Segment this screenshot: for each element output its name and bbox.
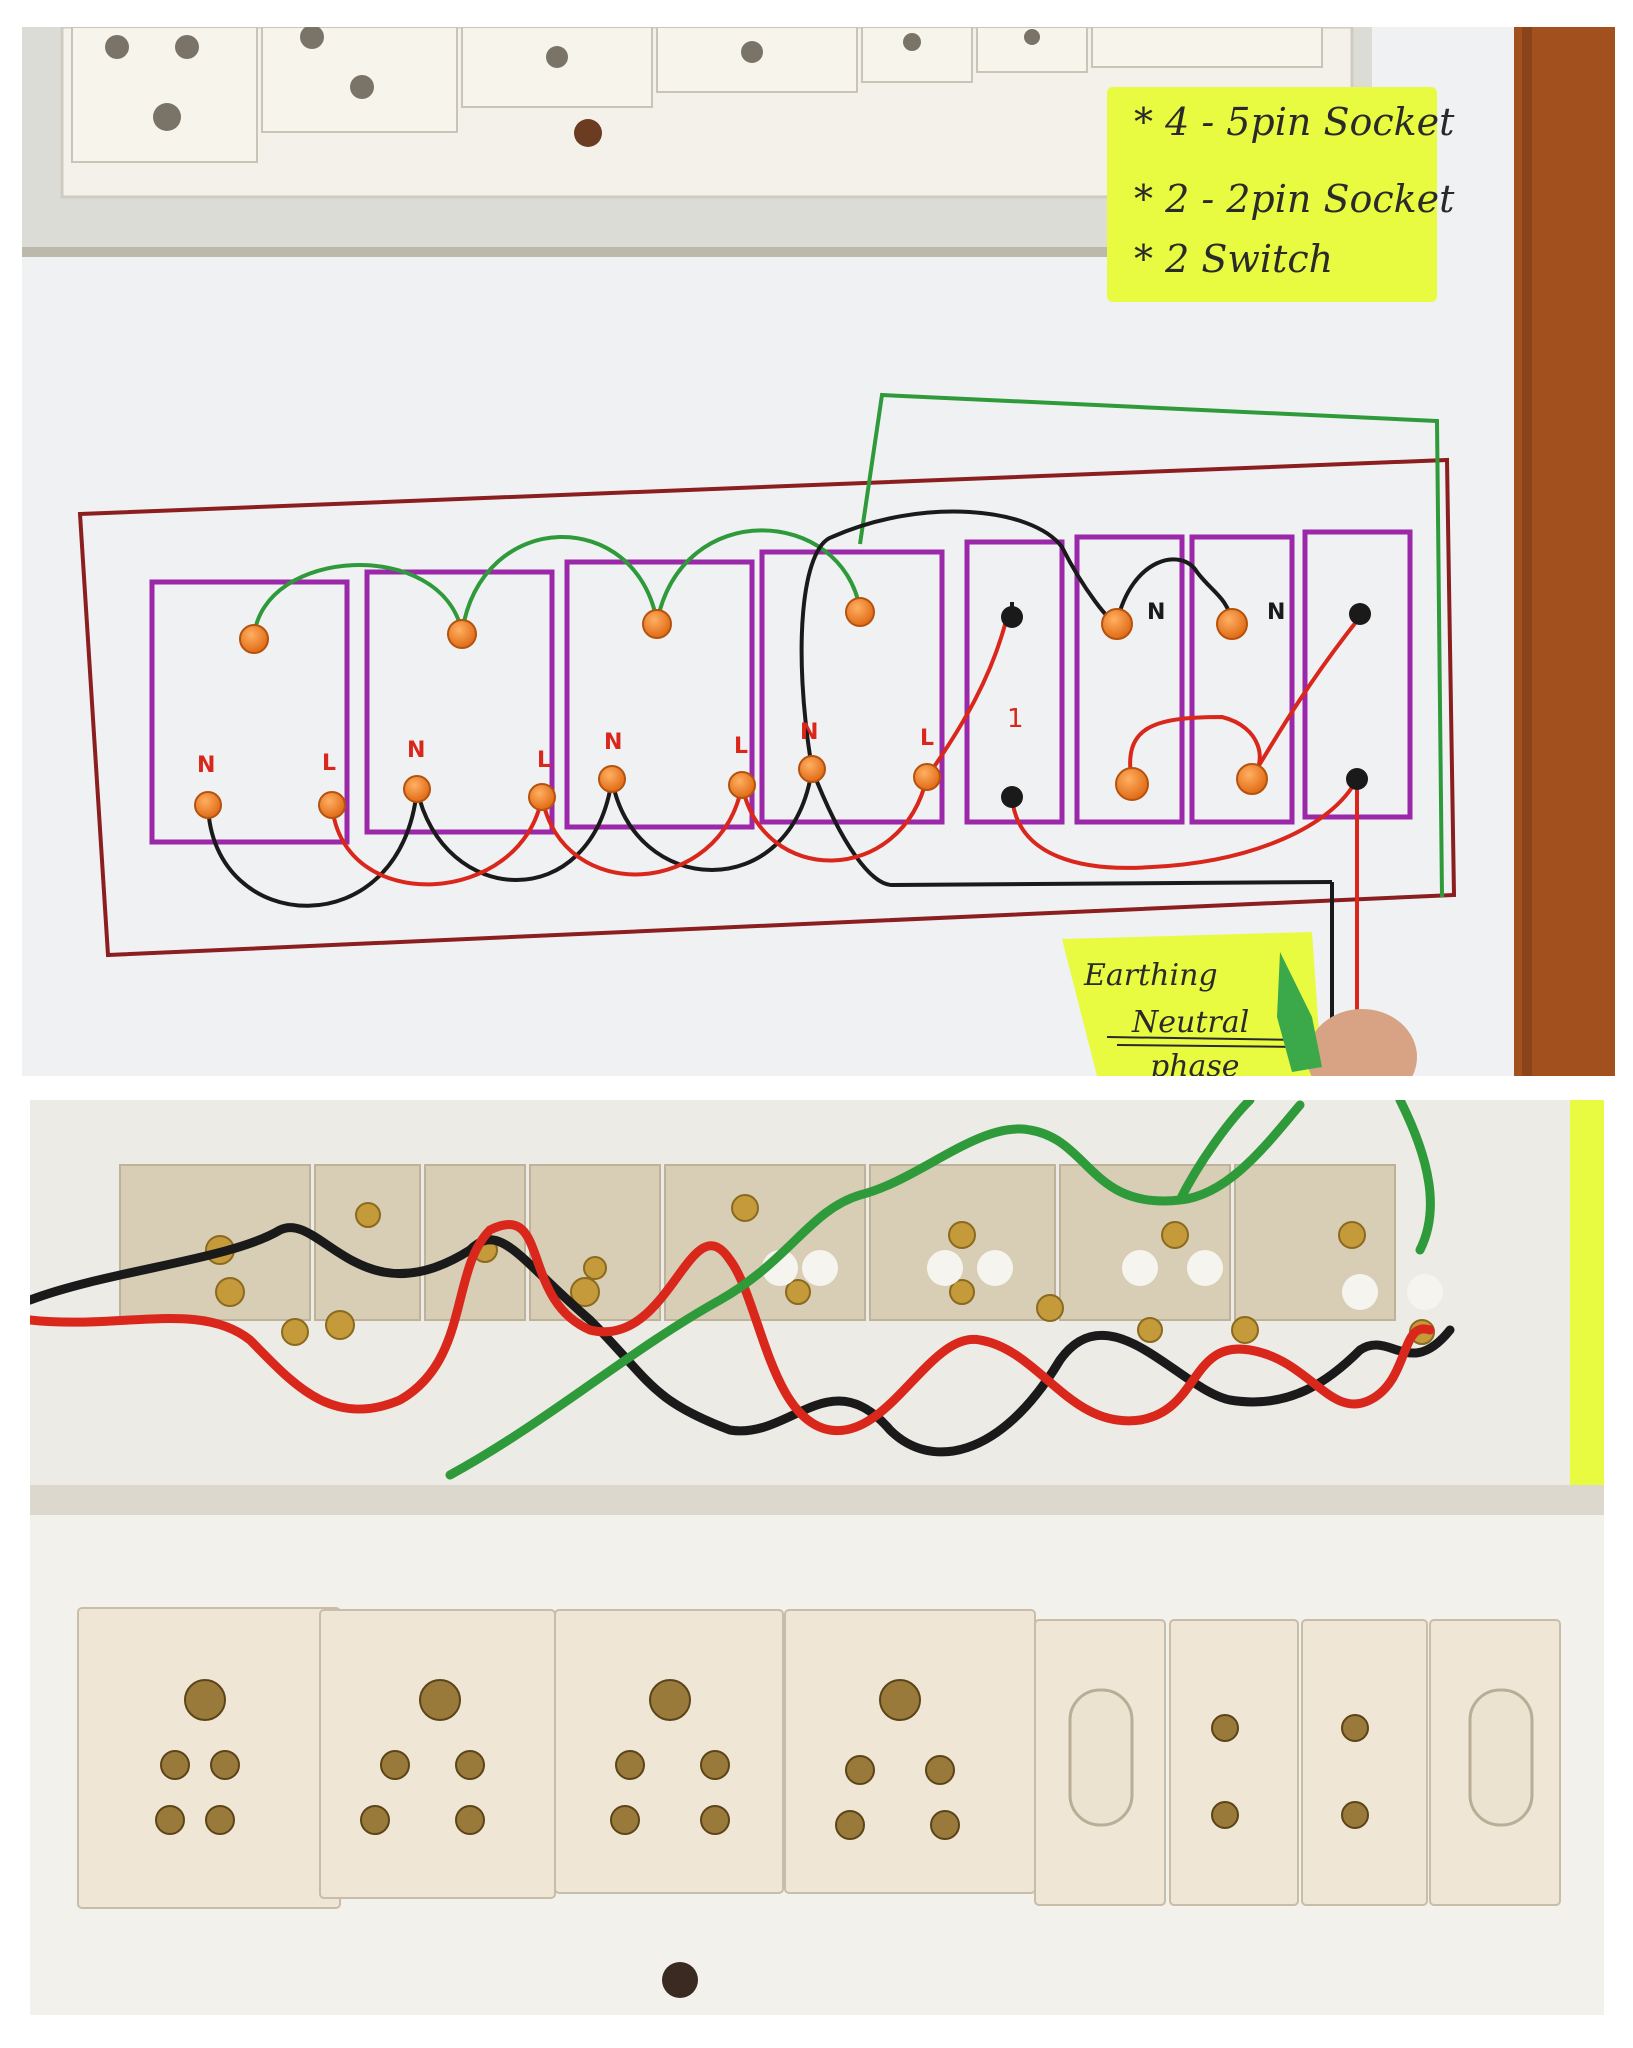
note-line-3: * 2 Switch [1134, 237, 1333, 281]
wiring [30, 1100, 1455, 1480]
earth-supply-loop [858, 392, 1444, 898]
mount-hole [662, 1962, 698, 1998]
legend-highlight: Earthing Neutral phase [1062, 932, 1322, 1076]
label-n: N [800, 720, 818, 745]
front-modules [77, 1607, 1561, 1909]
label-n: N [407, 738, 425, 763]
note-line-1: * 4 - 5pin Socket [1134, 100, 1455, 144]
legend-phase: phase [1150, 1049, 1240, 1076]
brass-screws [205, 1194, 1435, 1346]
phase-wires [330, 615, 1362, 1057]
two-pin-module-2 [1189, 534, 1295, 825]
label-n: N [197, 753, 215, 778]
switchboard-photo [30, 1100, 1604, 2015]
front-socket-1 [77, 1607, 341, 1909]
pin-holes [762, 1250, 1443, 1310]
front-socket-2 [319, 1609, 556, 1899]
switchboard-back-and-front [30, 1100, 1604, 2015]
label-l: L [920, 726, 934, 751]
note-line-2: * 2 - 2pin Socket [1134, 177, 1455, 221]
rocker-switch-2[interactable] [1468, 1688, 1534, 1827]
label-l: L [734, 734, 748, 759]
socket-module-3 [564, 559, 755, 830]
label-n: N [604, 730, 622, 755]
legend-neutral: Neutral [1131, 1005, 1249, 1040]
modules [149, 529, 1413, 845]
switch-terminals [1001, 603, 1371, 808]
label-n: N [1147, 600, 1165, 625]
board-outline [77, 457, 1457, 958]
label-l: L [322, 751, 336, 776]
front-two-pin-1 [1169, 1619, 1299, 1906]
label-l: L [537, 748, 551, 773]
switch-marker: 1 [1007, 704, 1024, 734]
front-two-pin-2 [1301, 1619, 1428, 1906]
two-pin-module-1 [1074, 534, 1185, 825]
terminals [194, 597, 1268, 819]
socket-module-2 [364, 569, 555, 835]
switch-module-1 [964, 539, 1065, 825]
notes-highlight: * 4 - 5pin Socket * 2 - 2pin Socket * 2 … [1107, 87, 1455, 302]
earth-wires [252, 528, 862, 638]
socket-module-1 [149, 579, 350, 845]
wiring-diagram-photo: * 4 - 5pin Socket * 2 - 2pin Socket * 2 … [22, 27, 1615, 1076]
rocker-switch-1[interactable] [1068, 1688, 1134, 1827]
marker-hand [1277, 952, 1417, 1076]
rocker-switches[interactable] [1068, 1688, 1534, 1827]
legend-earthing: Earthing [1083, 958, 1218, 993]
socket-holes [155, 1679, 1369, 1840]
highlight-strip [1570, 1100, 1604, 1485]
front-socket-4 [784, 1609, 1036, 1894]
whiteboard: * 4 - 5pin Socket * 2 - 2pin Socket * 2 … [22, 27, 1615, 1076]
label-n: N [1267, 600, 1285, 625]
front-socket-3 [554, 1609, 784, 1894]
socket-module-4 [759, 549, 945, 825]
